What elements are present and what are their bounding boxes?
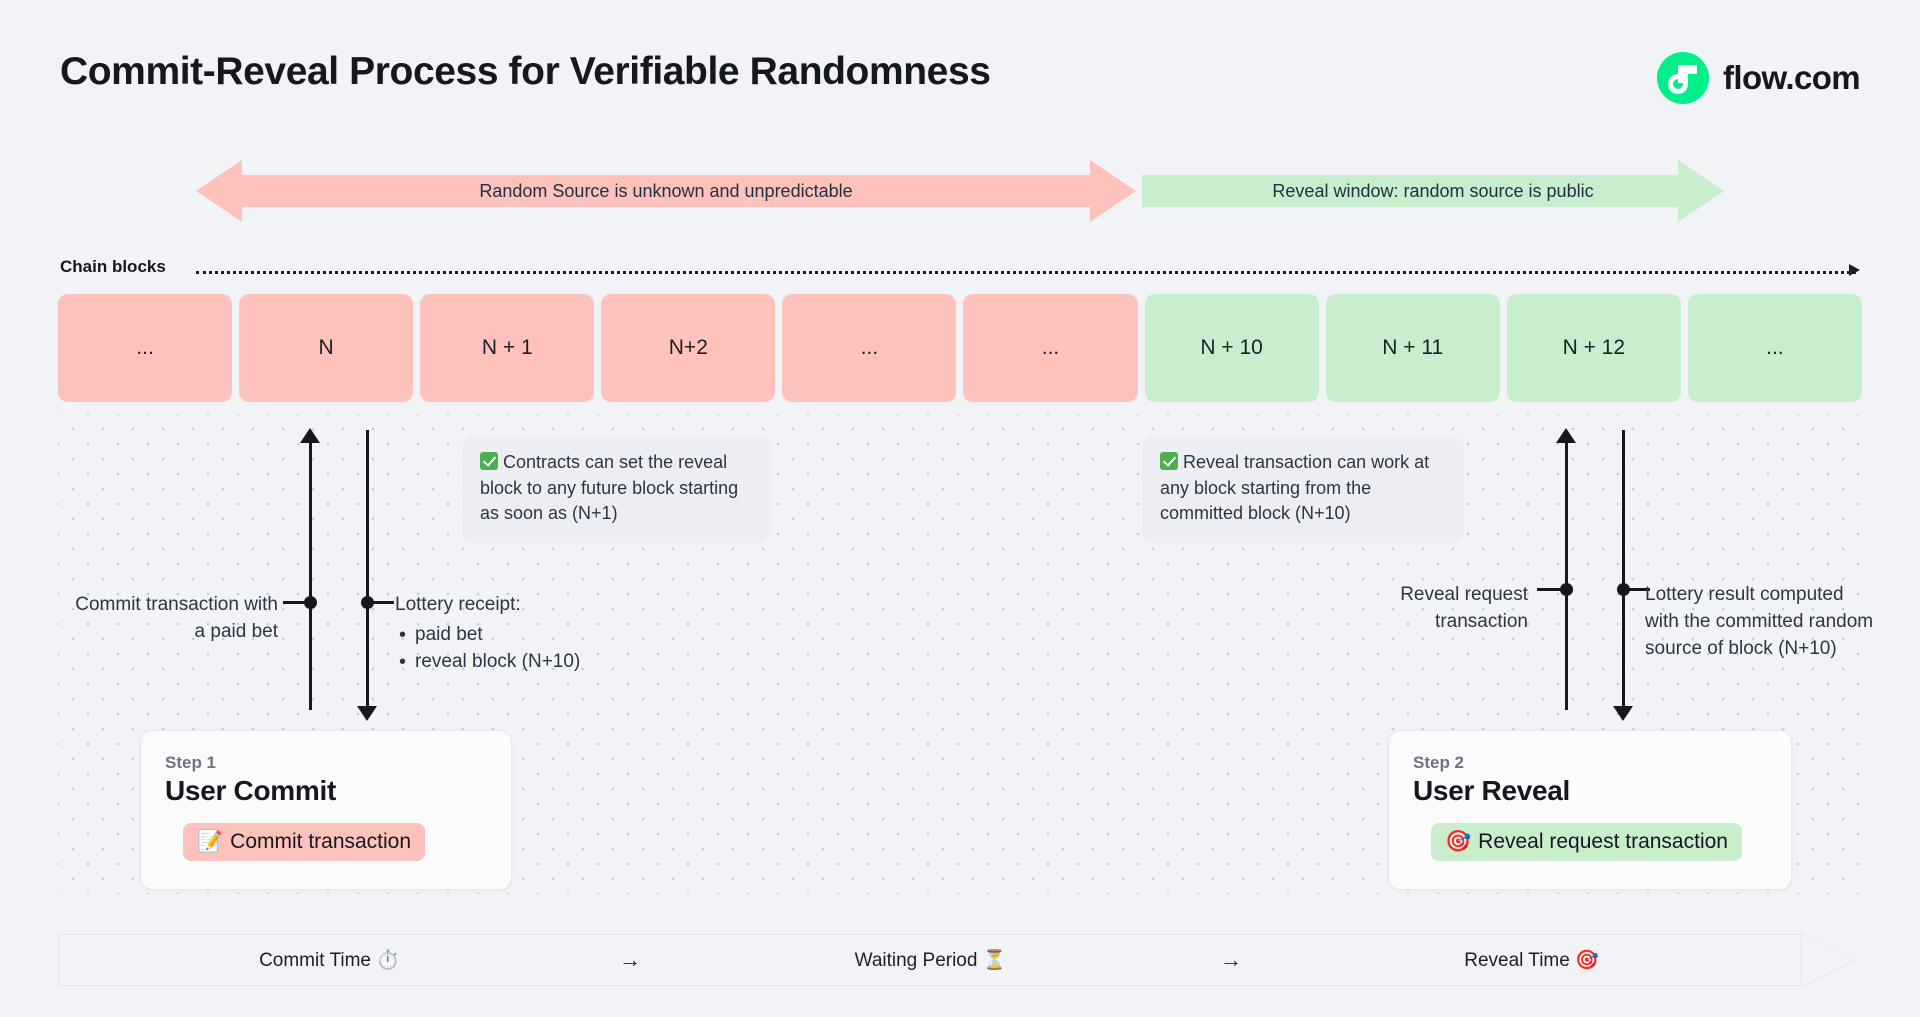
memo-icon: 📝 xyxy=(197,830,224,853)
timeline-arrow-tip-icon xyxy=(1802,934,1854,986)
check-mark-icon xyxy=(480,452,498,470)
result-connector-dot xyxy=(1617,583,1630,596)
callout-reveal: Reveal transaction can work at any block… xyxy=(1142,436,1464,543)
flow-logo-icon xyxy=(1657,52,1710,104)
receipt-connector-dot xyxy=(361,596,374,609)
list-item: paid bet xyxy=(395,621,695,649)
reveal-request-connector-dot xyxy=(1560,583,1573,596)
step-2-eyebrow: Step 2 xyxy=(1413,753,1465,772)
check-mark-icon xyxy=(1160,452,1178,470)
page-title: Commit-Reveal Process for Verifiable Ran… xyxy=(60,50,991,93)
reveal-request-arrow-up-icon xyxy=(1556,428,1576,443)
timeline-waiting-label: Waiting Period xyxy=(854,950,978,971)
reveal-request-connector-stub xyxy=(1537,588,1563,591)
chain-block[interactable]: N + 11 xyxy=(1325,294,1500,402)
banner-reveal-window: Reveal window: random source is public xyxy=(1142,160,1724,222)
chain-block-label: N + 12 xyxy=(1562,336,1626,359)
callout-contracts: Contracts can set the reveal block to an… xyxy=(462,436,772,543)
result-connector-stub xyxy=(1628,588,1650,591)
chain-block[interactable]: ... xyxy=(1687,294,1862,402)
commit-connector-line xyxy=(309,440,312,710)
chain-block-label: N + 11 xyxy=(1382,336,1444,359)
chain-block[interactable]: N+2 xyxy=(601,294,776,402)
annotation-lottery-receipt: Lottery receipt: paid bet reveal block (… xyxy=(395,592,695,676)
timeline-arrow-icon-1: → xyxy=(619,947,641,972)
result-arrow-down-icon xyxy=(1613,706,1633,721)
chain-block[interactable]: ... xyxy=(58,294,233,402)
chain-axis-arrow-icon xyxy=(1849,264,1860,276)
receipt-connector-stub xyxy=(372,601,394,604)
timeline-arrow-icon-2: → xyxy=(1220,947,1242,972)
step-2-title: User Reveal xyxy=(1413,775,1571,806)
annotation-reveal-request: Reveal request transaction xyxy=(1400,584,1528,632)
annotation-lottery-result: Lottery result computed with the committ… xyxy=(1645,584,1874,659)
timeline-commit-label: Commit Time xyxy=(259,950,371,971)
chain-block-label: N + 10 xyxy=(1200,336,1263,359)
lottery-receipt-title: Lottery receipt: xyxy=(395,594,521,615)
annotation-commit-transaction: Commit transaction with a paid bet xyxy=(75,594,278,642)
chain-block-row: ... N N + 1 N+2 ... ... N + 10 N + 11 N … xyxy=(58,294,1862,402)
banner-unpredictable-label: Random Source is unknown and unpredictab… xyxy=(479,180,853,201)
step-2-chip-label: Reveal request transaction xyxy=(1478,830,1728,853)
chain-axis-line xyxy=(196,271,1856,274)
commit-arrow-up-icon xyxy=(300,428,320,443)
timeline-segment-commit: Commit Time ⏱️ xyxy=(59,948,600,972)
step-1-eyebrow: Step 1 xyxy=(165,753,217,772)
reveal-request-connector-line xyxy=(1565,440,1568,710)
flow-logo: flow.com xyxy=(1657,52,1861,104)
chain-block-label: N + 1 xyxy=(481,336,533,359)
chain-block[interactable]: N xyxy=(239,294,414,402)
chain-block-label: N+2 xyxy=(668,336,708,359)
step-1-title: User Commit xyxy=(165,775,336,806)
stopwatch-icon: ⏱️ xyxy=(376,950,400,971)
list-item: reveal block (N+10) xyxy=(395,648,695,676)
callout-reveal-text: Reveal transaction can work at any block… xyxy=(1160,452,1430,524)
banner-unpredictable-window: Random Source is unknown and unpredictab… xyxy=(196,160,1136,222)
step-card-user-commit: Step 1 User Commit 📝 Commit transaction xyxy=(140,730,512,890)
hourglass-icon: ⏳ xyxy=(982,950,1007,971)
chain-block[interactable]: N + 10 xyxy=(1144,294,1319,402)
target-icon: 🎯 xyxy=(1575,950,1599,971)
chain-block-label: ... xyxy=(860,336,879,359)
chain-block-label: N xyxy=(318,336,334,359)
flow-logo-text: flow.com xyxy=(1723,59,1861,96)
chain-blocks-label: Chain blocks xyxy=(60,257,166,276)
lottery-receipt-list: paid bet reveal block (N+10) xyxy=(395,621,695,676)
callout-contracts-text: Contracts can set the reveal block to an… xyxy=(480,452,739,524)
receipt-arrow-down-icon xyxy=(357,706,377,721)
chain-block-label: ... xyxy=(1041,336,1060,359)
timeline-reveal-label: Reveal Time xyxy=(1464,950,1570,971)
timeline-segment-reveal: Reveal Time 🎯 xyxy=(1261,948,1802,972)
step-2-chip[interactable]: 🎯 Reveal request transaction xyxy=(1431,823,1742,861)
chain-block[interactable]: ... xyxy=(963,294,1138,402)
commit-connector-stub xyxy=(283,601,307,604)
timeline-bar: Commit Time ⏱️ → Waiting Period ⏳ → Reve… xyxy=(58,934,1803,986)
step-1-chip-label: Commit transaction xyxy=(230,830,412,853)
banner-reveal-label: Reveal window: random source is public xyxy=(1272,180,1594,201)
chain-block[interactable]: ... xyxy=(782,294,957,402)
commit-connector-dot xyxy=(304,596,317,609)
step-1-chip[interactable]: 📝 Commit transaction xyxy=(183,823,426,861)
receipt-connector-line xyxy=(366,430,369,710)
target-icon: 🎯 xyxy=(1445,830,1472,853)
chain-block[interactable]: N + 12 xyxy=(1506,294,1681,402)
chain-block-label: ... xyxy=(1766,336,1784,359)
chain-block[interactable]: N + 1 xyxy=(420,294,595,402)
step-card-user-reveal: Step 2 User Reveal 🎯 Reveal request trans… xyxy=(1388,730,1792,890)
result-connector-line xyxy=(1622,430,1625,710)
chain-block-label: ... xyxy=(136,336,154,359)
timeline-segment-waiting: Waiting Period ⏳ xyxy=(660,948,1201,972)
